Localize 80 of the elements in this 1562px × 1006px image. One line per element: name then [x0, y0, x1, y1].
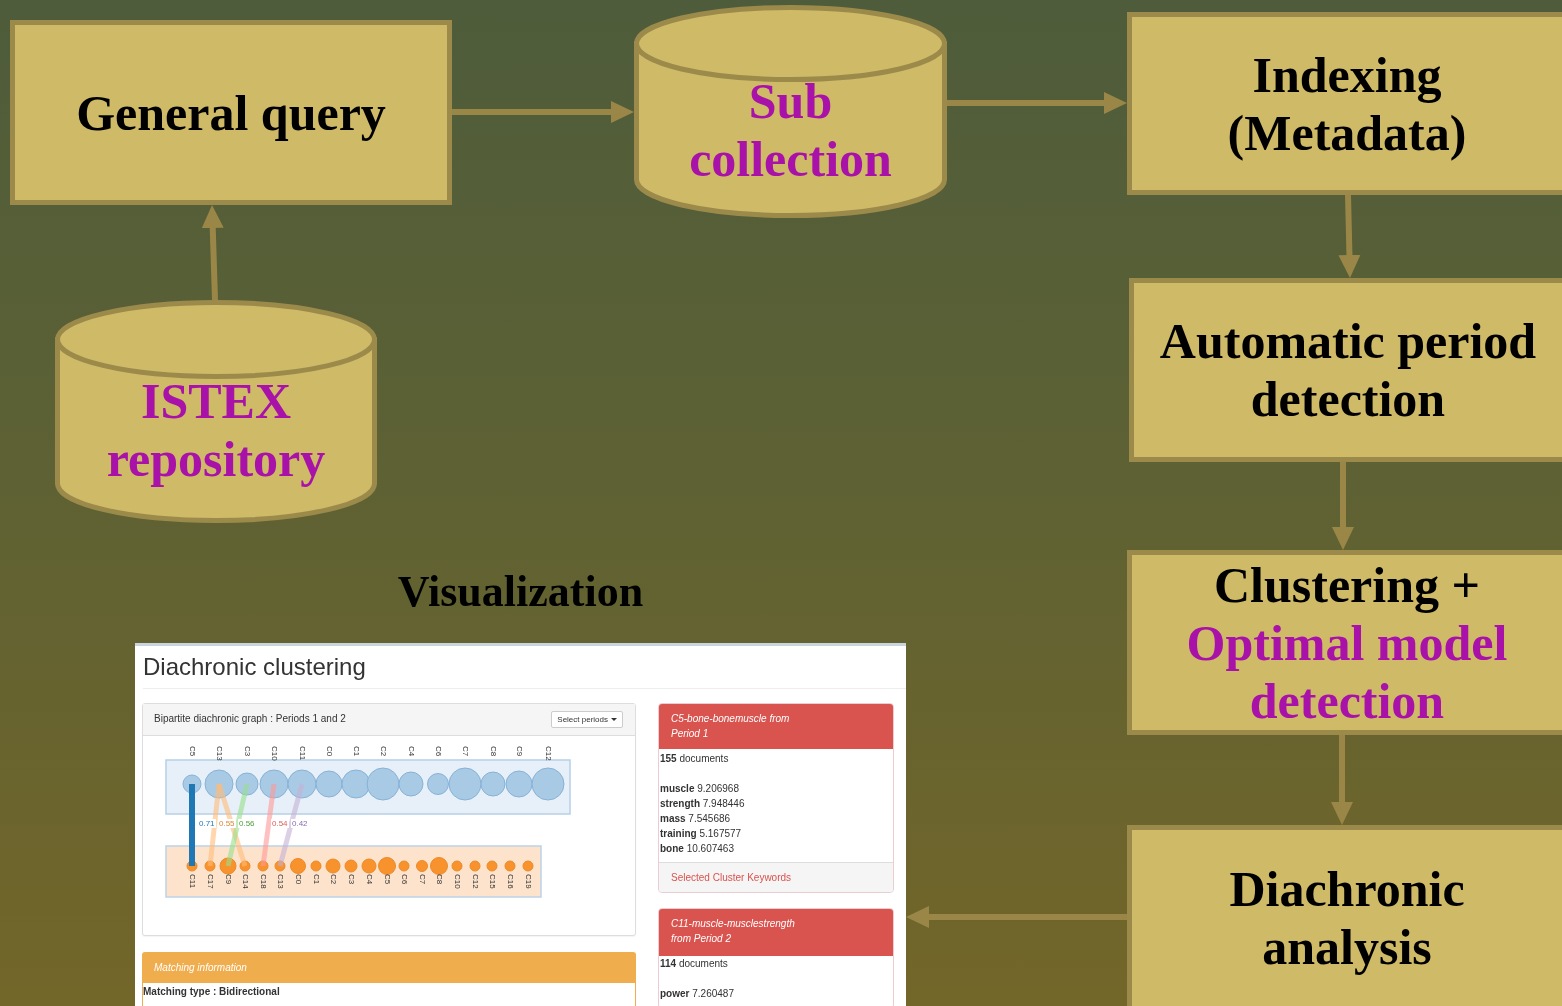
cluster-label: C7 — [417, 874, 427, 885]
cluster-label: C5 — [382, 874, 392, 885]
cluster-label: C11 — [297, 746, 307, 761]
cluster-label: C8 — [434, 874, 444, 885]
card-header: C11-muscle-musclestrength from Period 2 — [659, 909, 893, 956]
cluster-label: C13 — [214, 746, 224, 761]
cluster-label: C10 — [452, 874, 462, 889]
box-label: Diachronic analysis — [1228, 860, 1466, 976]
cluster-label: C8 — [488, 746, 498, 757]
cluster-label: C18 — [258, 874, 268, 889]
panel-header: Matching information — [143, 953, 635, 983]
card-text: strength 7.948446 — [659, 797, 745, 811]
box-label: Optimal model detection — [1185, 613, 1509, 730]
arrow — [1332, 462, 1354, 550]
process-box — [1127, 550, 1562, 735]
weight-label: 0.54 — [271, 819, 289, 828]
arrow — [452, 101, 634, 123]
cluster-label: C1 — [311, 874, 321, 885]
card-footer: Selected Cluster Keywords — [659, 862, 893, 892]
box-label: Indexing (Metadata) — [1226, 45, 1468, 162]
weight-label: 0.42 — [291, 819, 309, 828]
process-box — [1127, 12, 1562, 195]
card-text: muscle 9.206968 — [659, 782, 739, 796]
cluster-label: C14 — [240, 874, 250, 889]
cluster-label: C13 — [275, 874, 285, 889]
cluster-card — [658, 908, 894, 1006]
box-label: Automatic period detection — [1158, 312, 1538, 428]
weight-label: 0.56 — [238, 819, 256, 828]
cluster-label: C12 — [543, 746, 553, 761]
card-text: 155 documents — [659, 752, 729, 766]
cluster-label: C19 — [523, 874, 533, 889]
card-header: C5-bone-bonemuscle from Period 1 — [659, 704, 893, 749]
cluster-label: C17 — [205, 874, 215, 889]
panel-title: Bipartite diachronic graph : Periods 1 and 2 — [154, 713, 346, 725]
process-box — [1127, 825, 1562, 1006]
cluster-label: C12 — [470, 874, 480, 889]
card-text: training 5.167577 — [659, 827, 742, 841]
cluster-label: C6 — [399, 874, 409, 885]
cluster-label: C9 — [514, 746, 524, 757]
graph-panel — [142, 703, 636, 936]
cluster-label: C9 — [223, 874, 233, 885]
page-title: Diachronic clustering — [143, 653, 366, 681]
panel-text: Matching type : Bidirectional — [143, 985, 280, 998]
card-text: mass 7.545686 — [659, 812, 731, 826]
arrow — [1331, 735, 1353, 825]
arrow — [947, 92, 1127, 114]
card-text: power 7.260487 — [659, 987, 734, 1001]
card-text: bone 10.607463 — [659, 842, 734, 856]
cylinder-label: ISTEX repository — [105, 372, 327, 488]
cluster-label: C5 — [187, 746, 197, 757]
cluster-label: C0 — [324, 746, 334, 757]
dropdown-button: Select periods — [551, 711, 623, 728]
cluster-label: C6 — [433, 746, 443, 757]
cluster-label: C0 — [293, 874, 303, 885]
arrow — [906, 906, 1127, 928]
box-label: Clustering + — [1214, 555, 1480, 614]
process-box — [10, 20, 452, 205]
cluster-label: C2 — [328, 874, 338, 885]
cluster-label: C16 — [505, 874, 515, 889]
weight-label: 0.71 — [198, 819, 216, 828]
cluster-label: C3 — [346, 874, 356, 885]
cluster-label: C4 — [406, 746, 416, 757]
weight-label: 0.55 — [218, 819, 236, 828]
process-box — [1129, 278, 1562, 462]
cluster-label: C10 — [269, 746, 279, 761]
box-label: General query — [76, 83, 386, 142]
arrow — [1338, 194, 1361, 279]
cluster-label: C11 — [187, 874, 197, 889]
cluster-label: C3 — [242, 746, 252, 757]
cluster-label: C4 — [364, 874, 374, 885]
info-panel — [142, 952, 636, 1006]
cluster-card — [658, 703, 894, 893]
cluster-label: C1 — [351, 746, 361, 757]
arrow — [201, 204, 224, 301]
cylinder-label: Sub collection — [688, 72, 893, 188]
cluster-label: C2 — [378, 746, 388, 757]
card-text: 114 documents — [659, 957, 728, 971]
section-heading: Visualization — [397, 566, 644, 618]
cluster-label: C15 — [487, 874, 497, 889]
cluster-label: C7 — [460, 746, 470, 757]
